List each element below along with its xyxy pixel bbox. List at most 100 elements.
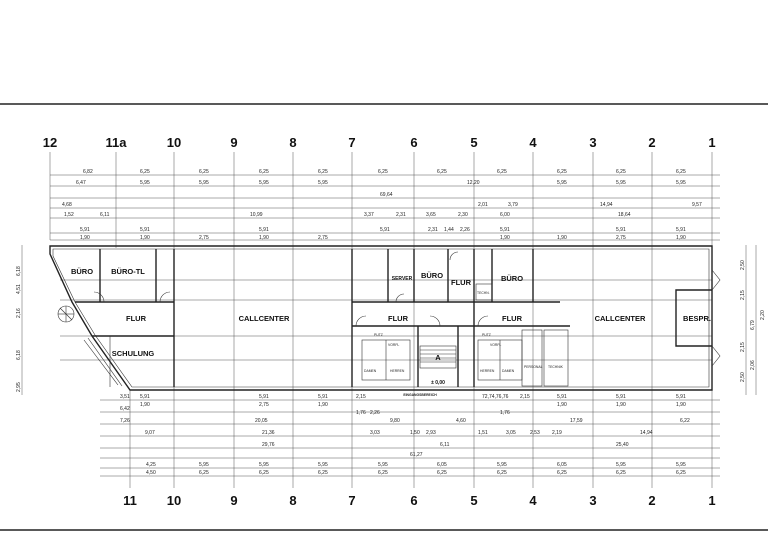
dim-b8-1: 6,25 (199, 470, 209, 476)
dim-b3-1: 20,05 (255, 418, 268, 424)
side-dimensions-left: 4,51 2,16 6,18 6,18 2,95 (16, 245, 23, 395)
room-damen-left: DAMEN (364, 369, 377, 373)
room-buero-mid1: BÜRO (421, 271, 443, 280)
dim-b8-8: 6,25 (616, 470, 626, 476)
dim-b1-5: 72,74,76,76 (482, 394, 509, 400)
axis-bottom-8: 8 (289, 493, 296, 508)
axis-bottom-10: 10 (167, 493, 181, 508)
dim-r4-6: 9,57 (692, 202, 702, 208)
dim-r7-1: 1,90 (140, 235, 150, 241)
dim-left-0: 4,51 (16, 284, 22, 294)
axis-top-4: 4 (529, 135, 537, 150)
axis-bottom-2: 2 (648, 493, 655, 508)
room-buero-left: BÜRO (71, 267, 93, 276)
dim-b3-6: 1,76 (500, 410, 510, 416)
axis-top-5: 5 (470, 135, 477, 150)
room-flur-core1: FLUR (388, 314, 409, 323)
dim-b2-0: 6,42 (120, 406, 130, 412)
room-schulung: SCHULUNG (112, 349, 155, 358)
dim-b4-7: 2,53 (530, 430, 540, 436)
room-putz-left: PUTZ (374, 333, 383, 337)
dim-b5-1: 6,11 (440, 442, 450, 448)
dim-b1-9: 5,91 (676, 394, 686, 400)
axis-bottom-7: 7 (348, 493, 355, 508)
axis-bottom-9: 9 (230, 493, 237, 508)
dim-r4-5: 14,94 (600, 202, 613, 208)
dim-r2-14: 5,95 (616, 180, 626, 186)
dim-b7-5: 6,05 (437, 462, 447, 468)
dim-r2-8: 5,95 (318, 180, 328, 186)
room-flur-core2: FLUR (502, 314, 523, 323)
axis-top-9: 9 (230, 135, 237, 150)
core-label-a: A (435, 353, 441, 362)
room-personal: PERSONAL (524, 365, 543, 369)
dim-b7-6: 5,95 (497, 462, 507, 468)
dim-r6-3: 5,91 (380, 227, 390, 233)
dim-r2-10: 12,20 (467, 180, 480, 186)
dim-r3-0: 69,64 (380, 192, 393, 198)
axis-top-6: 6 (410, 135, 417, 150)
dim-b1-1: 5,91 (140, 394, 150, 400)
dim-left-3: 6,18 (16, 350, 22, 360)
room-eingang: EINGANGSBEREICH (403, 393, 437, 397)
dim-r6-1: 5,91 (140, 227, 150, 233)
dim-r2-2: 5,95 (140, 180, 150, 186)
dim-right-1: 2,15 (740, 290, 746, 300)
dim-r7-4: 2,75 (318, 235, 328, 241)
dim-r5-6: 2,30 (458, 212, 468, 218)
axis-top-3: 3 (589, 135, 596, 150)
room-herren-left: HERREN (390, 369, 405, 373)
axis-bottom-5: 5 (470, 493, 477, 508)
dim-b1-3: 5,91 (318, 394, 328, 400)
room-buero-mid2: BÜRO (501, 274, 523, 283)
dim-r1-3: 6,25 (259, 169, 269, 175)
room-herren-right: HERREN (480, 369, 495, 373)
room-flur-left: FLUR (126, 314, 147, 323)
dim-b3-5: 4,60 (456, 418, 466, 424)
level-marker: ± 0,00 (431, 380, 445, 386)
dim-b3-2: 1,76 (356, 410, 366, 416)
room-labels: BÜRO BÜRO-TL FLUR SCHULUNG CALLCENTER SE… (71, 267, 711, 397)
dim-b7-8: 5,95 (616, 462, 626, 468)
dim-right-5: 2,06 (750, 360, 756, 370)
dim-r2-16: 5,95 (676, 180, 686, 186)
dim-left-2: 6,18 (16, 266, 22, 276)
dim-b7-4: 5,95 (378, 462, 388, 468)
dim-r7-3: 1,90 (259, 235, 269, 241)
room-server: SERVER (392, 276, 413, 282)
dim-r5-8: 18,64 (618, 212, 631, 218)
axis-bottom-1: 1 (708, 493, 715, 508)
axis-top-1: 1 (708, 135, 715, 150)
dim-r6-0: 5,91 (80, 227, 90, 233)
exterior-wall-inner (52, 248, 710, 388)
axis-top-11a: 11a (106, 135, 128, 150)
dim-r5-2: 10,99 (250, 212, 263, 218)
room-callcenter-right: CALLCENTER (595, 314, 646, 323)
dim-r6-6: 2,26 (460, 227, 470, 233)
room-technik-small: TECHN. (477, 291, 490, 295)
room-vorfl-left: VORFL (388, 343, 399, 347)
room-putz-right: PUTZ (482, 333, 491, 337)
room-technik: TECHNIK (548, 365, 564, 369)
dim-r1-4: 6,25 (318, 169, 328, 175)
dim-r2-12: 5,95 (557, 180, 567, 186)
dim-r1-9: 6,25 (616, 169, 626, 175)
dim-r4-2: 2,01 (478, 202, 488, 208)
dim-right-6: 2,20 (760, 310, 766, 320)
room-flur-mid1: FLUR (451, 278, 472, 287)
axis-bottom-4: 4 (529, 493, 537, 508)
dim-r5-0: 1,52 (64, 212, 74, 218)
dim-r6-8: 5,91 (616, 227, 626, 233)
dim-right-4: 2,50 (740, 372, 746, 382)
dim-left-4: 2,95 (16, 382, 22, 392)
room-damen-right: DAMEN (502, 369, 515, 373)
room-callcenter-left: CALLCENTER (239, 314, 290, 323)
dim-r4-0: 4,68 (62, 202, 72, 208)
stair-core-a (419, 345, 457, 369)
dim-r2-0: 6,47 (76, 180, 86, 186)
dim-right-3: 2,15 (740, 342, 746, 352)
dim-r2-6: 5,95 (259, 180, 269, 186)
bespr-walls (675, 289, 712, 347)
dim-b3-8: 6,22 (680, 418, 690, 424)
axis-top-2: 2 (648, 135, 655, 150)
